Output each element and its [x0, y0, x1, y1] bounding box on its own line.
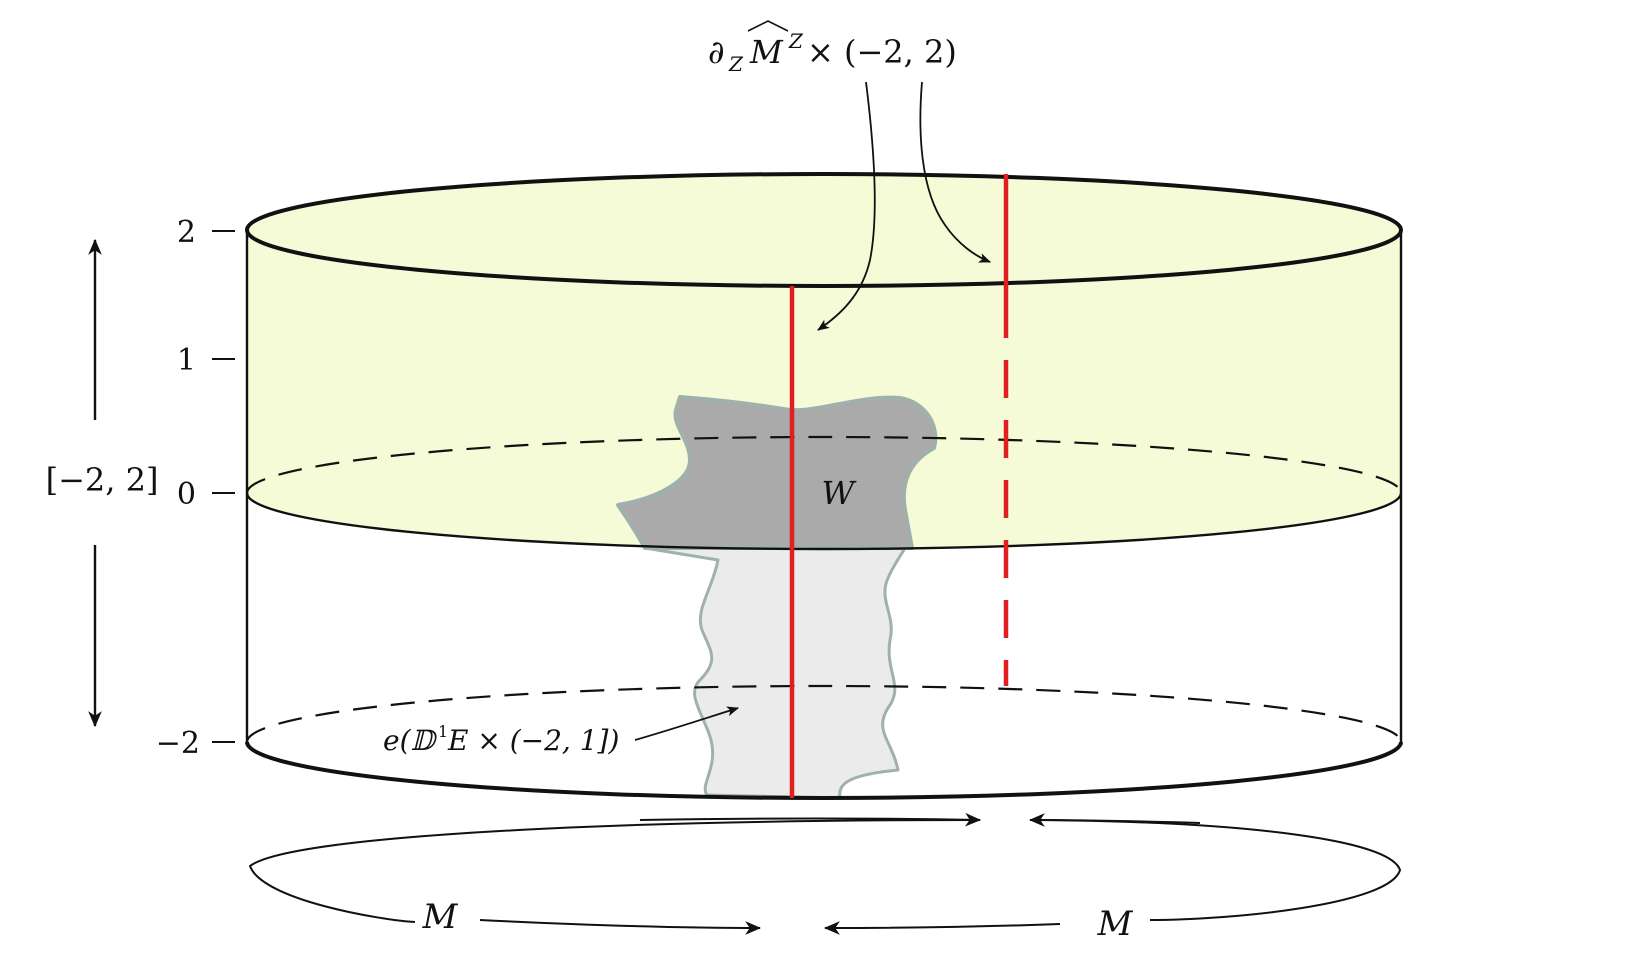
tick-label-neg2: −2	[156, 726, 200, 761]
base-label-left: M	[422, 897, 459, 937]
w-label: W	[822, 474, 858, 512]
arrow-to-embedding	[634, 706, 739, 741]
top-annotation-prefix: ∂	[708, 33, 725, 71]
top-annotation: ∂ Z M Z × (−2, 2)	[708, 20, 957, 76]
top-annotation-suffix: × (−2, 2)	[807, 33, 957, 71]
top-annotation-hat-letter: M	[749, 33, 784, 71]
embedding-label-suffix: E × (−2, 1])	[447, 724, 619, 757]
embedding-label-prefix: e(𝔻	[383, 724, 437, 757]
middle-back-arc	[245, 435, 1403, 494]
base-arrow-top-left-head	[639, 812, 982, 827]
top-annotation-sup: Z	[788, 29, 804, 53]
base-arrow-bottom-left	[479, 919, 762, 935]
embedding-label: e(𝔻 1 E × (−2, 1])	[383, 722, 619, 757]
base-arc-top-right	[1039, 819, 1402, 921]
hat-accent	[747, 20, 789, 32]
arrow-to-front-red-line	[817, 81, 876, 331]
top-annotation-sub: Z	[728, 52, 744, 76]
base-label-right: M	[1097, 904, 1134, 944]
base-arrow-bottom-right	[823, 921, 1061, 935]
base-arrow-top-right-head	[1028, 813, 1201, 827]
axis-ticks: 2 1 0 −2	[156, 215, 235, 761]
tick-label-1: 1	[177, 343, 196, 378]
base-arc-top-left	[248, 819, 981, 923]
embedding-label-sup: 1	[438, 722, 448, 741]
upper-shaded-band	[247, 174, 1401, 549]
bottom-front-arc	[245, 741, 1403, 800]
tick-label-2: 2	[177, 215, 196, 250]
embedding-region	[643, 543, 907, 800]
arrow-to-back-red-line	[919, 81, 991, 263]
bottom-back-arc	[245, 684, 1403, 743]
interval-label: [−2, 2]	[46, 461, 159, 499]
tick-label-0: 0	[177, 477, 196, 512]
middle-front-arc	[245, 492, 1403, 551]
